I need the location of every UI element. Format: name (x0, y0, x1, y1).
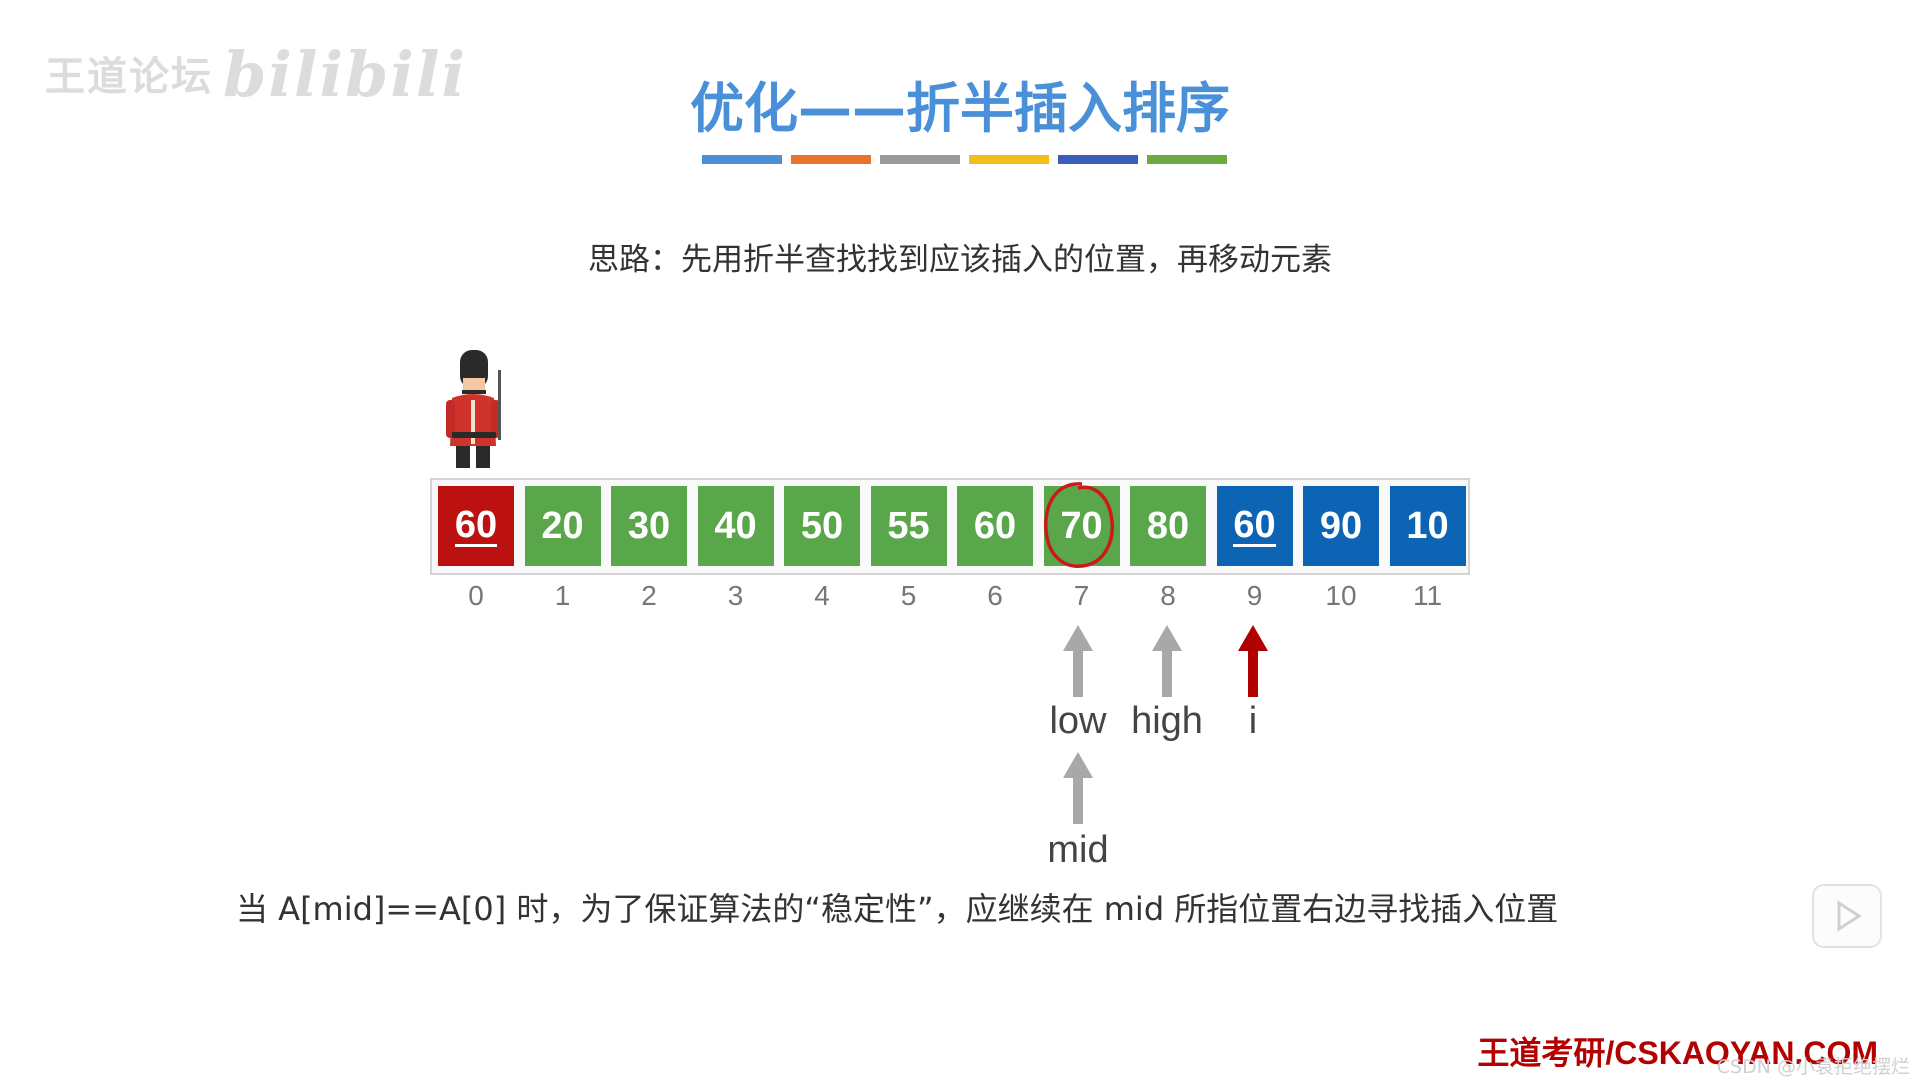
csdn-watermark: CSDN @小袁拒绝摆烂 (1716, 1056, 1910, 1078)
array-cell-11: 10 (1389, 486, 1466, 566)
i-label: i (1248, 700, 1258, 742)
stripe-4 (969, 155, 1049, 164)
array-cell-5: 55 (870, 486, 947, 566)
index-label: 9 (1246, 580, 1263, 611)
bilibili-logo: bilibili (223, 38, 468, 111)
array-cell-1: 20 (524, 486, 601, 566)
low-label: low (1049, 700, 1107, 742)
array-cell-2: 30 (611, 486, 687, 566)
idea-text: 思路：先用折半查找找到应该插入的位置，再移动元素 (588, 242, 1332, 278)
index-label: 8 (1160, 580, 1176, 611)
index-label: 5 (900, 580, 917, 611)
index-label: 3 (727, 580, 744, 611)
index-label: 4 (814, 580, 830, 611)
stripe-6 (1147, 155, 1227, 164)
watermark-text: 王道论坛 (45, 54, 213, 100)
index-label: 10 (1325, 580, 1357, 611)
soldier-icon (446, 350, 501, 468)
array-cell-9: 60 (1216, 486, 1293, 566)
array-cell-6: 60 (957, 486, 1033, 566)
array-cell-8: 80 (1130, 486, 1206, 566)
array-cells: 60 20 30 40 50 55 60 70 80 60 90 10 (430, 478, 1470, 575)
high-arrow-icon (1152, 625, 1182, 697)
play-button[interactable] (1812, 884, 1882, 948)
array-cell-10: 90 (1303, 486, 1379, 566)
brand-text: 王道考研/CSKAOYAN.COM (1477, 1035, 1878, 1071)
stripe-1 (702, 155, 782, 164)
circle-highlight-icon (1044, 482, 1114, 568)
high-label: high (1131, 700, 1203, 742)
index-label: 0 (468, 580, 484, 611)
stability-note: 当 A[mid]==A[0] 时，为了保证算法的“稳定性”，应继续在 mid 所… (236, 890, 1559, 928)
mid-label: mid (1047, 829, 1109, 871)
index-label: 6 (987, 580, 1003, 611)
array-cell-3: 40 (697, 486, 774, 566)
index-label: 11 (1412, 580, 1443, 611)
stripe-3 (880, 155, 960, 164)
index-label: 1 (554, 580, 571, 611)
index-label: 7 (1073, 580, 1090, 611)
title-stripes (702, 155, 1227, 164)
mid-arrow-icon (1063, 752, 1093, 824)
play-icon (1837, 900, 1862, 932)
stripe-5 (1058, 155, 1138, 164)
array-cell-4: 50 (784, 486, 860, 566)
index-label: 2 (641, 580, 657, 611)
slide-title: 优化——折半插入排序 (690, 77, 1230, 140)
array-cell-0: 60 (438, 486, 514, 566)
low-arrow-icon (1063, 625, 1093, 697)
i-arrow-icon (1238, 625, 1268, 697)
stripe-2 (791, 155, 871, 164)
